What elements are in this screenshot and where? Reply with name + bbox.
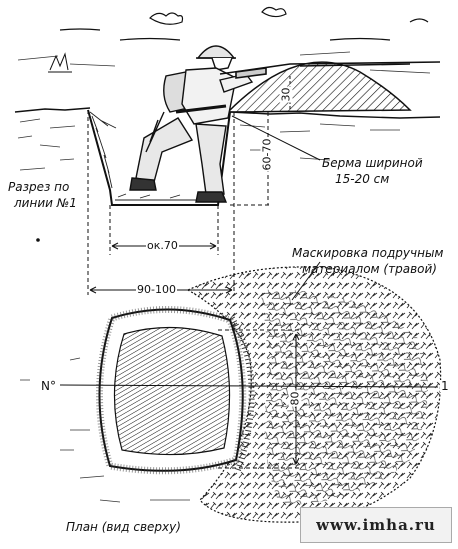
watermark: www.imha.ru <box>300 507 452 543</box>
plan-ground-marks <box>20 357 190 503</box>
berm-label-line1: Берма шириной <box>322 156 423 170</box>
camouflage-label-line2: материалом (травой) <box>302 262 437 276</box>
stray-dot <box>36 238 40 242</box>
trench-floor-texture <box>115 193 215 201</box>
pit-rim-texture <box>95 306 247 475</box>
camouflage-grass-overlay <box>260 289 428 505</box>
depth-dim: 60-70 <box>260 137 274 172</box>
rifle <box>219 61 441 79</box>
section-label-line1: Разрез по <box>8 180 70 194</box>
berm-label-line2: 15-20 см <box>335 172 390 186</box>
parapet-height-dim: 30 <box>279 86 293 103</box>
section-line <box>59 384 439 388</box>
soldier-figure <box>129 45 254 203</box>
top-width-dim: 90-100 <box>136 283 177 296</box>
camouflage-label-line1: Маскировка подручным <box>292 246 444 260</box>
bush <box>48 52 72 73</box>
line-marker-left: N° <box>40 379 57 393</box>
section-label-line2: линии №1 <box>14 196 77 210</box>
pit-bottom <box>113 326 231 456</box>
sky-scribbles <box>59 6 429 41</box>
parapet-mound <box>226 61 412 113</box>
plan-width-dim: 80 <box>288 390 302 407</box>
trench-wall-texture <box>89 111 117 189</box>
line-marker-right: 1 <box>440 379 450 393</box>
berm-arc-plan <box>229 316 255 471</box>
ground-surface <box>14 107 441 119</box>
bottom-width-dim: ок.70 <box>146 239 179 252</box>
plan-label: План (вид сверху) <box>66 520 181 534</box>
